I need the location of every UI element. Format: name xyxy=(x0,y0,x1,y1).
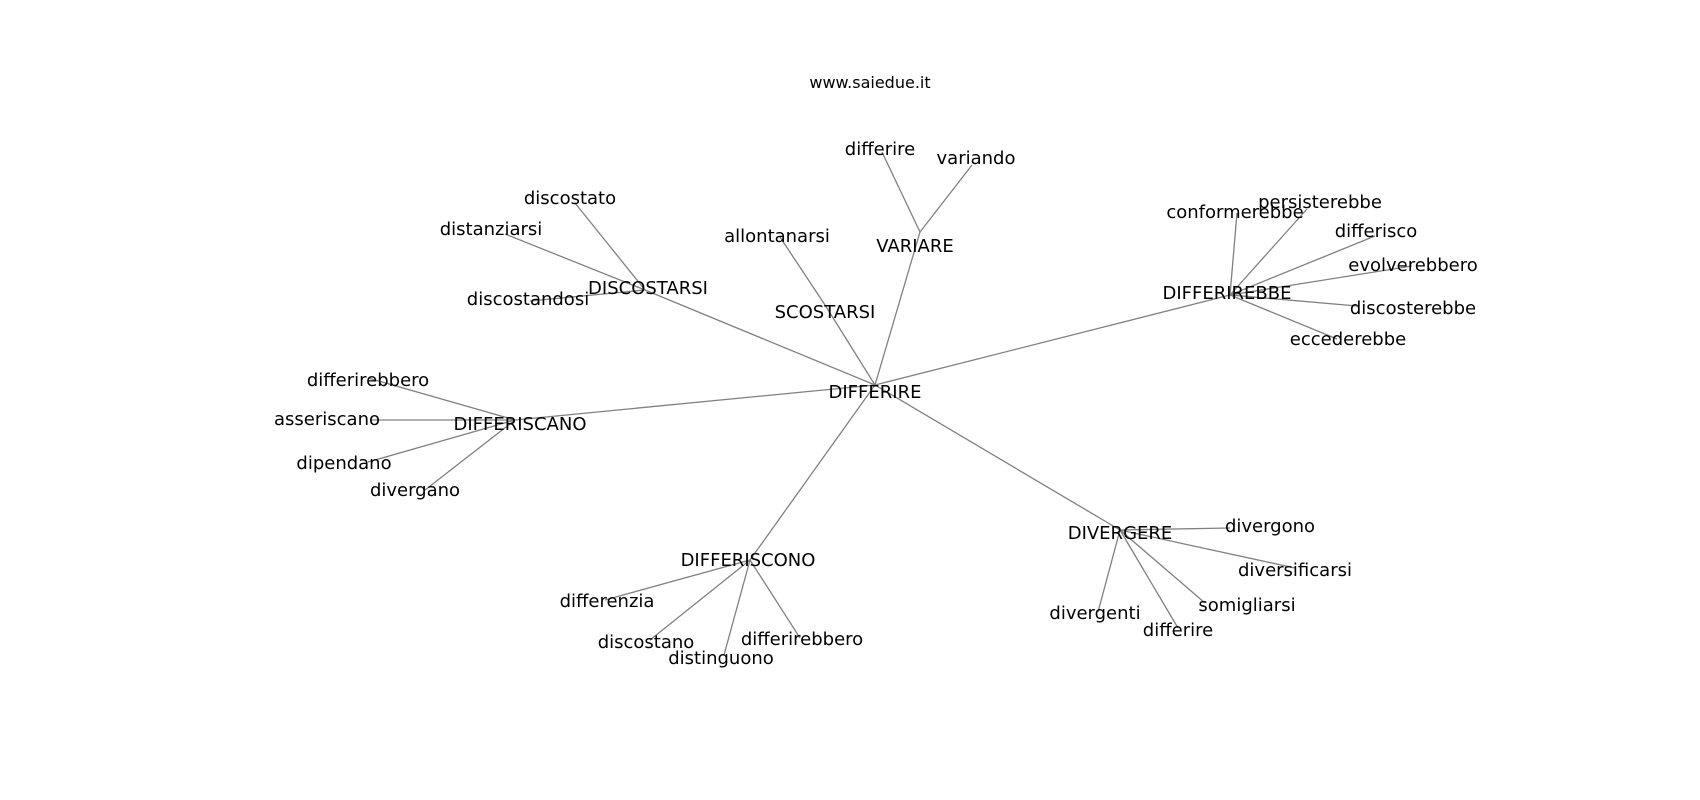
edge-differire_root-differiscono xyxy=(749,384,876,561)
node-discosterebbe: discosterebbe xyxy=(1350,298,1476,319)
edge-differiscono-differenzia xyxy=(604,559,751,601)
node-divergono: divergono xyxy=(1225,516,1315,537)
node-differirebbero-b: differirebbero xyxy=(741,629,863,650)
node-divergano: divergano xyxy=(370,480,460,501)
edge-differirebbe-discosterebbe xyxy=(1229,294,1358,307)
edges-layer xyxy=(367,151,1413,656)
edge-differire_root-differirebbe xyxy=(874,294,1231,386)
node-discostandosi: discostandosi xyxy=(467,289,589,310)
node-differire-root: DIFFERIRE xyxy=(829,382,922,403)
edge-differiscano-dipendano xyxy=(367,419,516,463)
edge-divergere-differire_div xyxy=(1119,529,1179,629)
node-distinguono: distinguono xyxy=(668,648,774,669)
node-variando: variando xyxy=(937,148,1016,169)
edge-differire_root-scostarsi xyxy=(824,304,876,386)
edge-divergere-divergenti xyxy=(1097,529,1121,613)
node-evolverebbero: evolverebbero xyxy=(1348,255,1478,276)
edge-differire_root-variare xyxy=(874,231,921,386)
edge-scostarsi-allontanarsi xyxy=(779,236,826,306)
node-discostato: discostato xyxy=(524,188,616,209)
edge-differirebbe-conformerebbe xyxy=(1229,212,1238,296)
edge-discostarsi-discostato xyxy=(574,202,646,291)
node-persisterebbe: persisterebbe xyxy=(1258,192,1382,213)
node-dipendano: dipendano xyxy=(296,453,391,474)
node-differirebbero-a: differirebbero xyxy=(307,370,429,391)
edge-differiscono-differirebbero_b xyxy=(749,559,801,639)
edge-variare-variando xyxy=(919,164,973,233)
edge-differire_root-discostarsi xyxy=(644,289,876,386)
node-eccederebbe: eccederebbe xyxy=(1290,329,1406,350)
node-allontanarsi: allontanarsi xyxy=(724,226,830,247)
edge-differiscono-discostano xyxy=(649,559,751,641)
site-watermark: www.saiedue.it xyxy=(809,73,930,92)
edge-differiscano-differirebbero_a xyxy=(367,377,516,421)
node-asseriscano: asseriscano xyxy=(274,409,380,430)
edge-differirebbe-differisco xyxy=(1229,235,1376,296)
edge-differiscono-distinguono xyxy=(723,559,751,656)
node-divergere: DIVERGERE xyxy=(1068,523,1173,544)
node-diversificarsi: diversificarsi xyxy=(1238,560,1352,581)
node-differiscono: DIFFERISCONO xyxy=(681,550,816,571)
node-somigliarsi: somigliarsi xyxy=(1198,595,1295,616)
node-scostarsi: SCOSTARSI xyxy=(775,302,876,323)
edge-discostarsi-discostandosi xyxy=(529,289,646,302)
node-differire-div: differire xyxy=(1143,620,1213,641)
edge-differire_root-divergere xyxy=(874,384,1121,531)
node-differenzia: differenzia xyxy=(560,591,655,612)
node-variare: VARIARE xyxy=(876,236,953,257)
node-discostano: discostano xyxy=(598,632,695,653)
labels-layer: DIFFERIRE VARIARE SCOSTARSI DISCOSTARSI DIFF… xyxy=(274,139,1478,669)
node-distanziarsi: distanziarsi xyxy=(440,219,543,240)
edge-discostarsi-distanziarsi xyxy=(504,233,646,291)
edge-differirebbe-evolverebbero xyxy=(1229,265,1413,296)
node-differirebbe: DIFFERIREBBE xyxy=(1162,283,1291,304)
node-conformerebbe: conformerebbe xyxy=(1166,202,1303,223)
edge-differirebbe-eccederebbe xyxy=(1229,294,1338,340)
edge-divergere-somigliarsi xyxy=(1119,529,1206,604)
edge-divergere-diversificarsi xyxy=(1119,529,1296,569)
edge-divergere-divergono xyxy=(1119,527,1231,531)
node-discostarsi: DISCOSTARSI xyxy=(588,278,708,299)
edge-differire_root-differiscano xyxy=(514,384,876,421)
node-differisco: differisco xyxy=(1335,221,1418,242)
node-differiscano: DIFFERISCANO xyxy=(453,414,586,435)
node-divergenti: divergenti xyxy=(1049,603,1140,624)
edge-differirebbe-persisterebbe xyxy=(1229,208,1308,296)
node-differire-var: differire xyxy=(845,139,915,160)
edge-differiscano-divergano xyxy=(424,419,516,491)
edge-variare-differire_var xyxy=(881,151,921,233)
